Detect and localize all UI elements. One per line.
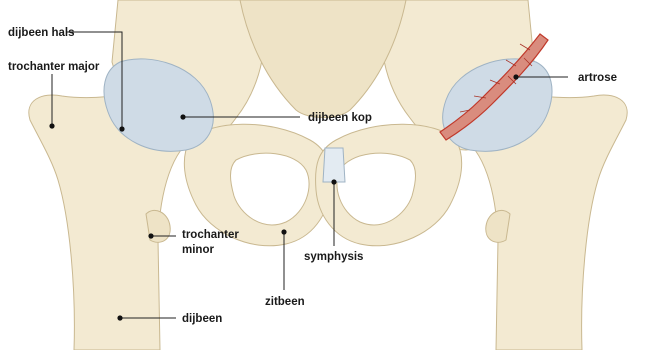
symphysis-cartilage — [323, 148, 345, 182]
dijbeen-hals-dot — [119, 126, 124, 131]
label-dijbeen-hals: dijbeen hals — [8, 27, 74, 39]
label-zitbeen: zitbeen — [265, 296, 305, 308]
label-symphysis: symphysis — [304, 251, 363, 263]
sacrum — [240, 0, 406, 118]
label-trochanter-minor-line1: trochanter — [182, 229, 239, 241]
dijbeen-kop-dot — [180, 114, 185, 119]
symphysis-dot — [331, 179, 336, 184]
trochanter-minor-dot — [148, 233, 153, 238]
left-femur — [29, 59, 213, 350]
label-artrose: artrose — [578, 72, 617, 84]
dijbeen-dot — [117, 315, 122, 320]
label-trochanter-major: trochanter major — [8, 61, 100, 73]
label-trochanter-minor-line2: minor — [182, 244, 214, 256]
zitbeen-dot — [281, 229, 286, 234]
trochanter-major-dot — [49, 123, 54, 128]
right-lesser-trochanter — [486, 210, 510, 242]
label-dijbeen: dijbeen — [182, 313, 222, 325]
artrose-dot — [513, 74, 518, 79]
label-dijbeen-kop: dijbeen kop — [308, 112, 372, 124]
